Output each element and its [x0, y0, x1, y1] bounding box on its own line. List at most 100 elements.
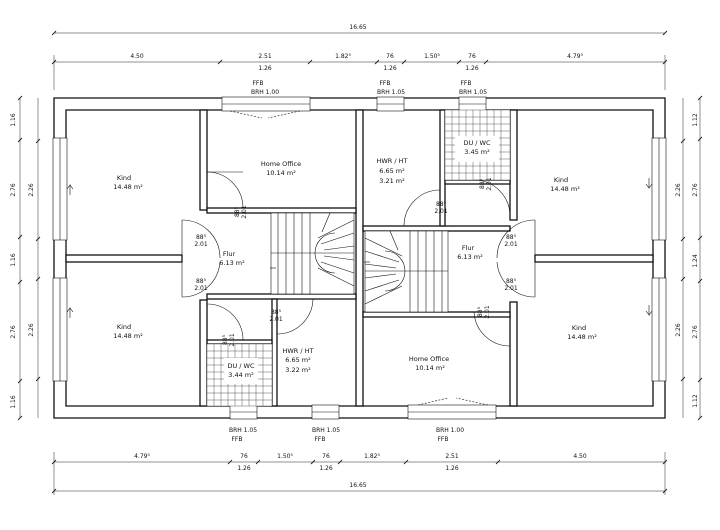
door-h-3: 2.01 — [241, 205, 248, 219]
window-top-hwr-ffb: FFB — [379, 80, 390, 87]
door-w-4: 88⁵ — [271, 309, 282, 316]
door-w-6: 88⁵ — [436, 201, 447, 208]
left-dimensions: 1.16 2.76 1.16 2.76 1.16 2.26 2.26 — [10, 95, 41, 421]
dim-bottom-sub-1: 1.26 — [237, 465, 251, 472]
dim-top-seg-1: 4.50 — [130, 53, 144, 60]
dim-top-seg-4: 76 — [386, 53, 394, 60]
room-hwr-l-name: HWR / HT — [282, 347, 313, 355]
dim-right-outer-3: 1.24 — [692, 254, 699, 268]
dim-top-seg-3: 1.82⁵ — [335, 53, 351, 60]
window-top-wc-brh: BRH 1.05 — [459, 89, 487, 96]
door-h-10: 2.01 — [484, 305, 491, 319]
doors — [181, 171, 536, 347]
staircase-left — [270, 212, 355, 295]
window-bottom-right-brh: BRH 1.00 — [436, 427, 464, 434]
window-top-hwr-brh: BRH 1.05 — [377, 89, 405, 96]
dim-right-outer-1: 1.12 — [692, 113, 699, 127]
room-kind-br-area: 14.48 m² — [567, 333, 597, 341]
window-bottom-hwr-brh: BRH 1.05 — [312, 427, 340, 434]
door-h-8: 2.01 — [504, 241, 518, 248]
tile-grid-right — [444, 109, 511, 181]
door-h-2: 2.01 — [194, 285, 208, 292]
dim-left-inner-2: 2.26 — [28, 323, 35, 337]
dim-left-inner-1: 2.26 — [28, 183, 35, 197]
room-kind-bl-name: Kind — [117, 323, 131, 331]
room-hwr-r-name: HWR / HT — [376, 157, 407, 165]
dim-top-seg-5: 1.50⁵ — [424, 53, 440, 60]
dim-bottom-total: 16.65 — [349, 482, 366, 489]
tile-grid-left — [206, 343, 273, 407]
dim-bottom-seg-5: 1.82⁵ — [364, 453, 380, 460]
room-hwr-r-area2: 3.21 m² — [379, 177, 405, 185]
dim-top-total: 16.65 — [349, 24, 366, 31]
door-labels: 88⁵ 2.01 88⁵ 2.01 88⁵ 2.01 88⁵ 2.01 88⁵ … — [194, 177, 518, 347]
dim-bottom-seg-6: 2.51 — [445, 453, 459, 460]
dim-bottom-sub-2: 1.26 — [319, 465, 333, 472]
windows: FFB BRH 1.00 FFB BRH 1.05 FFB BRH 1.05 B… — [52, 80, 667, 443]
door-w-9: 88⁵ — [506, 278, 517, 285]
dim-left-outer-5: 1.16 — [10, 395, 17, 409]
door-w-1: 88⁵ — [196, 234, 207, 241]
room-du-wc-l-area: 3.44 m² — [228, 371, 254, 379]
room-labels: Kind 14.48 m² Kind 14.48 m² Kind 14.48 m… — [113, 139, 597, 379]
room-kind-bl-area: 14.48 m² — [113, 332, 143, 340]
dim-top-seg-2: 2.51 — [258, 53, 272, 60]
dim-right-outer-4: 2.76 — [692, 325, 699, 339]
bottom-dimensions: 4.79⁵ 76 1.50⁵ 76 1.82⁵ 2.51 4.50 1.26 1… — [51, 452, 668, 495]
room-kind-tr-name: Kind — [554, 176, 568, 184]
door-w-3: 88⁵ — [234, 206, 241, 217]
door-h-5: 2.01 — [229, 333, 236, 347]
dim-left-outer-1: 1.16 — [10, 113, 17, 127]
dim-right-inner-2: 2.26 — [675, 323, 682, 337]
room-flur-l-name: Flur — [223, 250, 236, 258]
room-kind-tl-area: 14.48 m² — [113, 183, 143, 191]
room-flur-r-name: Flur — [462, 244, 475, 252]
dim-top-seg-6: 76 — [468, 53, 476, 60]
window-bottom-right-ffb: FFB — [437, 436, 448, 443]
door-h-4: 2.01 — [269, 316, 283, 323]
walls — [53, 97, 666, 419]
door-w-2: 88⁵ — [196, 278, 207, 285]
door-w-7: 88⁵ — [479, 178, 486, 189]
room-du-wc-r-area: 3.45 m² — [464, 148, 490, 156]
room-kind-tr-area: 14.48 m² — [550, 185, 580, 193]
door-w-5: 88⁵ — [222, 334, 229, 345]
room-home-office-l-area: 10.14 m² — [266, 169, 296, 177]
window-bottom-wc-ffb: FFB — [231, 436, 242, 443]
dim-bottom-seg-2: 76 — [240, 453, 248, 460]
room-home-office-r-name: Home Office — [409, 355, 449, 363]
door-h-6: 2.01 — [434, 208, 448, 215]
dim-left-outer-3: 1.16 — [10, 253, 17, 267]
room-hwr-r-area1: 6.65 m² — [379, 167, 405, 175]
room-kind-tl-name: Kind — [117, 174, 131, 182]
dim-bottom-sub-3: 1.26 — [445, 465, 459, 472]
dim-top-sub-1: 1.26 — [258, 65, 272, 72]
room-hwr-l-area2: 3.22 m² — [285, 366, 311, 374]
dim-right-outer-5: 1.12 — [692, 394, 699, 408]
dim-left-outer-2: 2.76 — [10, 183, 17, 197]
window-top-wc-ffb: FFB — [460, 80, 471, 87]
dim-bottom-seg-4: 76 — [322, 453, 330, 460]
staircase-right — [364, 230, 449, 313]
dim-right-inner-1: 2.26 — [675, 183, 682, 197]
window-top-left-brh: BRH 1.00 — [251, 89, 279, 96]
dim-bottom-seg-1: 4.79⁵ — [134, 453, 150, 460]
door-h-7: 2.01 — [486, 177, 493, 191]
room-hwr-l-area1: 6.65 m² — [285, 356, 311, 364]
top-dimensions: 16.65 4.50 2.51 1.82⁵ 76 1.50⁵ 76 4.79⁵ … — [51, 24, 668, 90]
dim-bottom-seg-7: 4.50 — [573, 453, 587, 460]
room-du-wc-r-name: DU / WC — [463, 139, 491, 147]
room-du-wc-l-name: DU / WC — [227, 362, 255, 370]
dim-left-outer-4: 2.76 — [10, 325, 17, 339]
window-bottom-hwr-ffb: FFB — [314, 436, 325, 443]
door-w-8: 88⁵ — [506, 234, 517, 241]
room-home-office-r-area: 10.14 m² — [415, 364, 445, 372]
dim-right-outer-2: 2.76 — [692, 183, 699, 197]
window-top-left-ffb: FFB — [252, 80, 263, 87]
dim-top-seg-7: 4.79⁵ — [567, 53, 583, 60]
dim-top-sub-2: 1.26 — [383, 65, 397, 72]
room-home-office-l-name: Home Office — [261, 160, 301, 168]
dim-bottom-seg-3: 1.50⁵ — [277, 453, 293, 460]
door-w-10: 88⁵ — [477, 306, 484, 317]
